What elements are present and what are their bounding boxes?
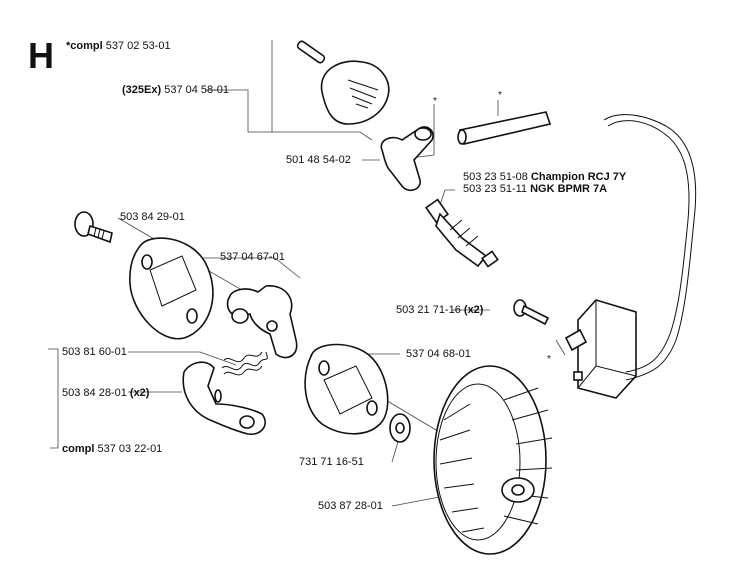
label-washer: 731 71 16-51 bbox=[299, 456, 364, 468]
clutch-hub-part bbox=[226, 285, 298, 359]
rubber-tube-part bbox=[457, 111, 552, 145]
label-pawl: 503 84 28-01 (x2) bbox=[62, 387, 150, 399]
label-clutch-plate-2: 537 04 68-01 bbox=[406, 348, 471, 360]
label-plug-champion: 503 23 51-08 Champion RCJ 7Y bbox=[463, 171, 627, 183]
air-cover-part bbox=[320, 60, 390, 125]
label-spark-cap: 501 48 54-02 bbox=[286, 154, 351, 166]
label-ignition-screw: 503 21 71-16 (x2) bbox=[396, 304, 484, 316]
clutch-plate-1-part bbox=[129, 237, 214, 340]
note-asterisk-tube: * bbox=[498, 90, 502, 101]
label-clutch-plate-1: 537 04 67-01 bbox=[220, 251, 285, 263]
clutch-pawl-part bbox=[182, 361, 266, 435]
ignition-module-part bbox=[564, 299, 637, 399]
spark-plug-part bbox=[424, 198, 499, 268]
clutch-plate-2-part bbox=[304, 343, 389, 435]
spring-part bbox=[221, 351, 268, 376]
label-clutch-compl: compl 537 03 22-01 bbox=[62, 443, 163, 455]
washer-part bbox=[389, 413, 411, 443]
note-asterisk-cap: * bbox=[433, 96, 437, 107]
screw-part bbox=[74, 211, 113, 244]
ignition-screw-part bbox=[513, 299, 550, 326]
pin-part bbox=[296, 40, 326, 64]
label-plug-ngk: 503 23 51-11 NGK BPMR 7A bbox=[463, 183, 608, 195]
section-letter: H bbox=[28, 35, 54, 76]
note-asterisk-module: * bbox=[547, 354, 551, 365]
flywheel-part bbox=[433, 365, 553, 555]
leader-lines bbox=[48, 40, 566, 507]
label-cover-325ex: (325Ex) 537 04 58-01 bbox=[122, 84, 230, 96]
label-flywheel: 503 87 28-01 bbox=[318, 500, 383, 512]
label-spring: 503 81 60-01 bbox=[62, 346, 127, 358]
ignition-cable-part bbox=[603, 114, 697, 381]
label-carb-compl: *compl 537 02 53-01 bbox=[66, 40, 171, 52]
spark-cap-part bbox=[380, 126, 434, 192]
label-screw: 503 84 29-01 bbox=[120, 211, 185, 223]
